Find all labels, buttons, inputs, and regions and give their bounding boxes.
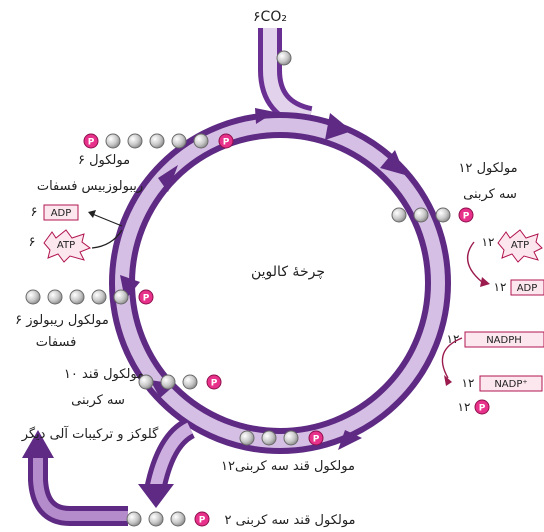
pi-right: ۱۲ P [458, 400, 489, 414]
atp-left: ۶ ATP [29, 230, 90, 262]
g3p10-molecule-chain: P [139, 375, 221, 389]
rubp-label-line1: ۶ مولکول [78, 153, 130, 168]
output-arrow-head [138, 484, 174, 508]
svg-text:ADP: ADP [517, 283, 538, 294]
nadph: ۱۲ NADPH [447, 332, 544, 347]
pga-label-line2: سه کربنی [463, 187, 517, 202]
cycle-title: چرخهٔ کالوین [251, 264, 325, 280]
atp-right: ۱۲ ATP [482, 230, 542, 262]
ru5p-label-line2: فسفات [36, 335, 77, 350]
g3p2-molecule-chain: P [127, 512, 209, 526]
svg-text:P: P [463, 212, 470, 222]
adp-right: ۱۲ ADP [494, 280, 544, 295]
svg-text:P: P [479, 404, 486, 414]
svg-text:۶: ۶ [29, 235, 36, 250]
svg-text:۱۲: ۱۲ [494, 280, 507, 294]
ru5p-label-line1: ۶ مولکول ریبولوز [15, 313, 109, 328]
nadp: ۱۲ NADP⁺ [462, 376, 542, 391]
g3p10-label-line2: سه کربنی [71, 393, 125, 408]
rubp-label-line2: ریبولوزبیس فسفات [37, 179, 143, 194]
svg-text:P: P [143, 294, 150, 304]
svg-text:NADPH: NADPH [486, 335, 522, 346]
co2-label: ۶CO₂ [253, 9, 287, 25]
svg-text:NADP⁺: NADP⁺ [494, 379, 527, 390]
svg-text:P: P [211, 379, 218, 389]
svg-text:P: P [223, 138, 230, 148]
svg-text:P: P [88, 138, 95, 148]
svg-text:۱۲: ۱۲ [447, 332, 460, 346]
svg-text:۶: ۶ [31, 205, 38, 220]
svg-text:ADP: ADP [51, 208, 72, 219]
g3p2-label: ۲ مولکول قند سه کربنی [224, 513, 355, 528]
svg-text:ATP: ATP [511, 240, 529, 251]
pga-label-line1: ۱۲ مولکول [458, 161, 517, 176]
g3p10-label-line1: ۱۰ مولکول قند [64, 367, 144, 382]
svg-text:P: P [199, 516, 206, 526]
co2-carbon-ball [277, 51, 291, 65]
svg-text:۱۲: ۱۲ [458, 400, 471, 414]
g3p12-label: ۱۲مولکول قند سه کربنی [221, 459, 355, 474]
glucose-label: گلوکز و ترکیبات آلی دیگر [21, 425, 159, 442]
adp-left: ۶ ADP [31, 205, 78, 220]
svg-text:P: P [313, 435, 320, 445]
svg-text:۱۲: ۱۲ [482, 235, 495, 249]
co2-input-pipe [270, 28, 310, 118]
svg-text:۱۲: ۱۲ [462, 376, 475, 390]
svg-text:ATP: ATP [57, 240, 75, 251]
